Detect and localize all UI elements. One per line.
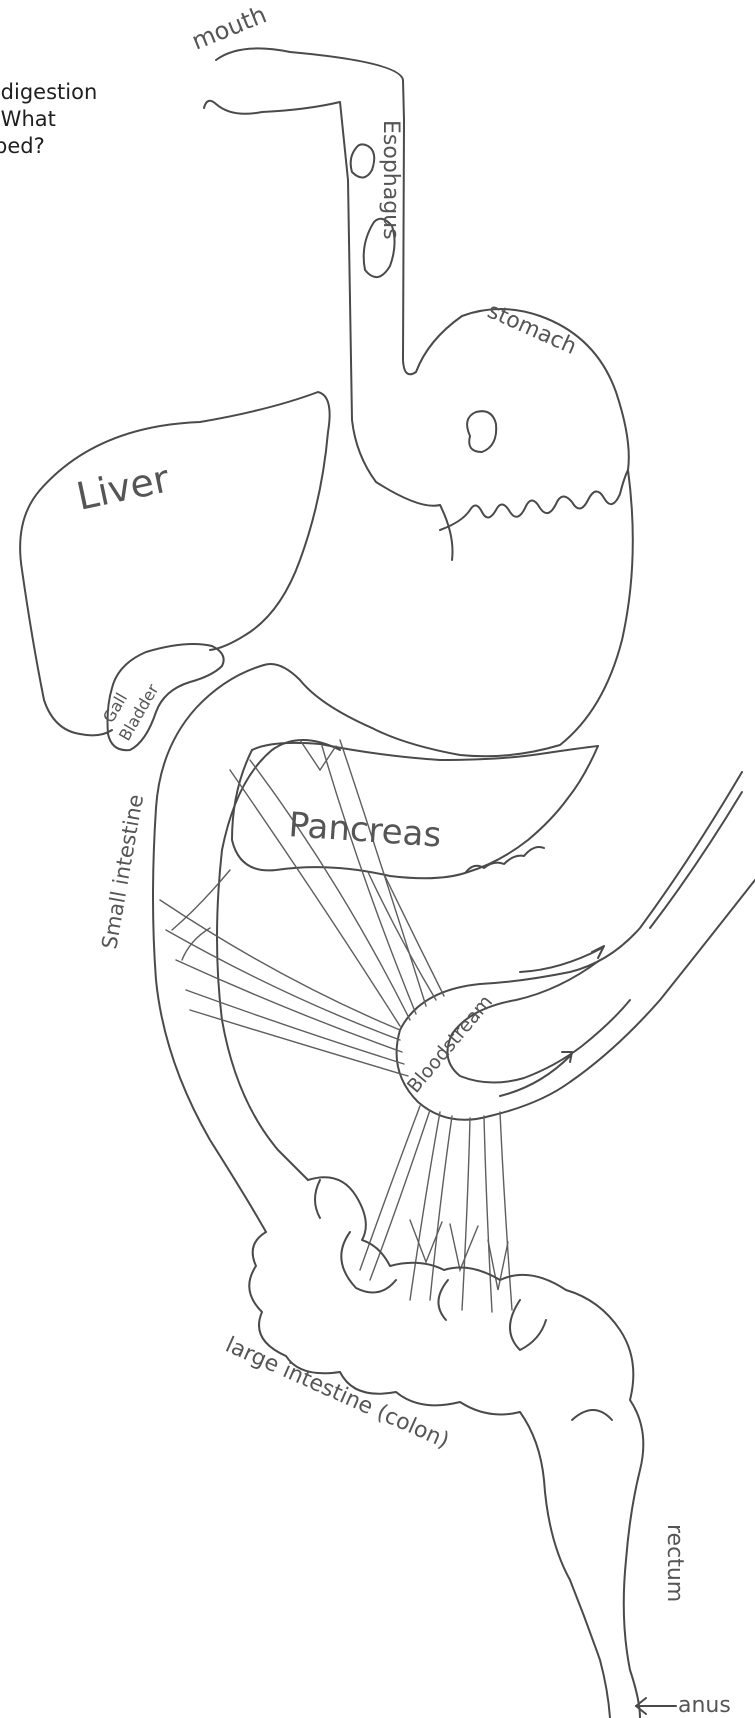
label-large-intestine: large intestine (colon) (222, 1333, 453, 1454)
anus-pointer-arrow (636, 1698, 676, 1714)
large-intestine-organ (249, 1177, 643, 1718)
bloodstream-vessel (397, 772, 755, 1120)
label-rectum: rectum (662, 1524, 687, 1602)
label-small-intestine: Small intestine (97, 793, 148, 951)
label-esophagus: Esophagus (378, 120, 403, 240)
stomach-organ (264, 316, 633, 756)
small-intestine-organ (153, 665, 340, 1232)
label-liver: Liver (73, 456, 174, 518)
liver-organ (20, 392, 330, 735)
label-anus: anus (678, 1693, 731, 1718)
diagram-labels: mouth Esophagus stomach Liver Gall Bladd… (73, 0, 731, 1718)
esophagus-organ (204, 48, 540, 505)
label-pancreas: Pancreas (287, 805, 442, 856)
label-mouth: mouth (188, 0, 271, 55)
